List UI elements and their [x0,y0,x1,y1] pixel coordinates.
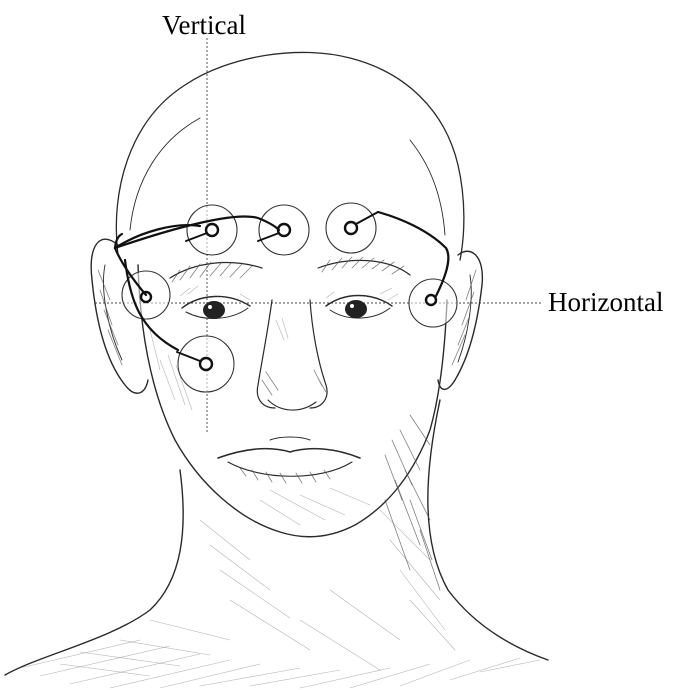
left-eye [180,286,250,319]
horizontal-label: Horizontal [548,289,663,316]
mouth [218,437,360,483]
electrode-forehead-right [326,203,378,253]
electrode-forehead-left [186,205,237,255]
electrodes [122,203,457,392]
electrode-below-left-eye [177,336,234,392]
eyebrows [170,257,410,282]
vertical-label: Vertical [162,12,246,39]
neck-and-shoulders [5,400,548,688]
nose [257,300,327,410]
electrode-right-temple [409,279,457,327]
electrode-forehead-center [258,205,309,255]
